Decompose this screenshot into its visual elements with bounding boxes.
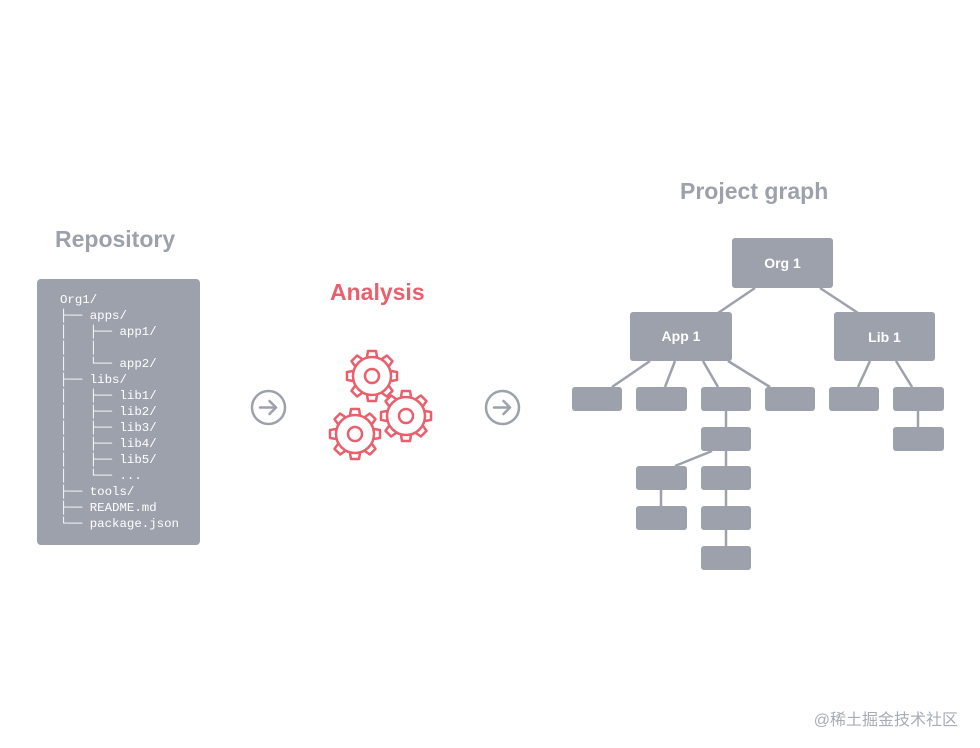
- graph-nodes: [572, 238, 944, 570]
- tree-line: ├── apps/: [60, 309, 127, 323]
- graph-node: [636, 387, 687, 411]
- graph-edge: [674, 449, 713, 468]
- tree-line: │ ├── app1/: [60, 325, 157, 339]
- tree-line: ├── libs/: [60, 373, 127, 387]
- gears-icon: [328, 349, 433, 461]
- graph-node: [572, 387, 622, 411]
- graph-node: [636, 506, 687, 530]
- tree-line: ├── README.md: [60, 501, 157, 515]
- repository-heading: Repository: [55, 226, 176, 252]
- tree-line: │ └── app2/: [60, 357, 157, 371]
- arrow-right-circle-icon: [250, 389, 287, 426]
- graph-edge: [856, 360, 872, 388]
- arrow-right-circle-icon: [484, 389, 521, 426]
- graph-node-app: [630, 312, 732, 361]
- graph-edge: [663, 360, 677, 388]
- tree-line: └── package.json: [60, 517, 179, 531]
- graph-node: [701, 427, 751, 451]
- analysis-heading: Analysis: [330, 279, 425, 305]
- graph-node-label-lib: Lib 1: [868, 329, 901, 345]
- tree-line: │ ├── lib5/: [60, 453, 157, 467]
- graph-node-lib: [834, 312, 935, 361]
- graph-edge: [611, 359, 651, 389]
- graph-node: [893, 427, 944, 451]
- tree-line: │ └── ...: [60, 469, 142, 483]
- graph-node-label-org: Org 1: [764, 255, 801, 271]
- tree-line: │ ├── lib3/: [60, 421, 157, 435]
- graph-edge: [717, 286, 756, 315]
- tree-line: Org1/: [60, 293, 98, 307]
- tree-line: ├── tools/: [60, 485, 135, 499]
- graph-node: [701, 387, 751, 411]
- tree-line: │ ├── lib2/: [60, 405, 157, 419]
- tree-line: │ ├── lib4/: [60, 437, 157, 451]
- tree-line: │ ├── lib1/: [60, 389, 157, 403]
- graph-node: [701, 546, 751, 570]
- graph-node: [701, 466, 751, 490]
- graph-node: [636, 466, 687, 490]
- repository-tree-panel: Org1/ ├── apps/ │ ├── app1/ │ │ │ └── ap…: [37, 279, 200, 545]
- graph-node: [765, 387, 815, 411]
- watermark: @稀土掘金技术社区: [813, 712, 958, 729]
- tree-line: │ │: [60, 341, 98, 355]
- graph-node: [829, 387, 879, 411]
- graph-node: [893, 387, 944, 411]
- graph-edge: [819, 286, 859, 315]
- graph-edge: [727, 359, 771, 389]
- graph-edge: [701, 360, 720, 388]
- project-graph-heading: Project graph: [680, 178, 829, 204]
- graph-edges: [611, 286, 920, 546]
- graph-node-org: [732, 238, 833, 288]
- graph-edge: [894, 360, 914, 388]
- graph-node: [701, 506, 751, 530]
- graph-node-label-app: App 1: [662, 328, 701, 344]
